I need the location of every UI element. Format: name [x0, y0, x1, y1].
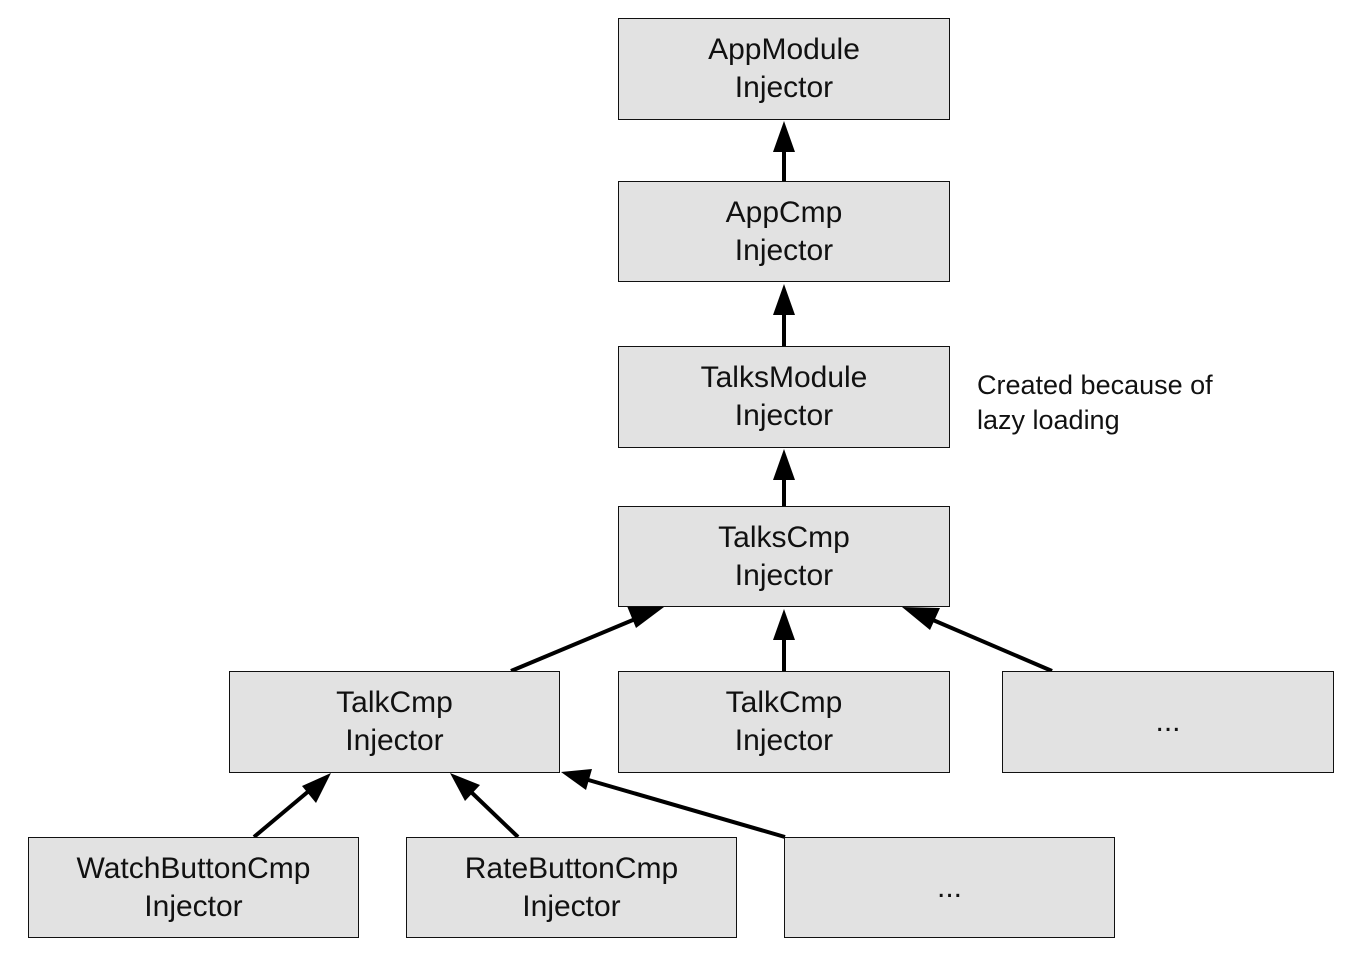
node-label-line1: AppCmp — [725, 195, 843, 229]
ellipsis-label: ... — [1155, 705, 1181, 738]
node-label-line2: Injector — [734, 399, 834, 432]
arrow-ellipsis2-to-talkcmp1 — [584, 777, 786, 839]
arrow-rate-to-talkcmp1 — [467, 788, 520, 839]
node-label-line1: RateButtonCmp — [464, 851, 679, 885]
node-label-line1: WatchButtonCmp — [76, 851, 311, 885]
node-label-line1: TalkCmp — [336, 686, 453, 719]
more-child-injectors-box: ... — [784, 837, 1115, 938]
arrow-ellipsis1-to-talkscmp — [925, 615, 1053, 673]
ratebuttoncmp-injector-box: RateButtonCmp Injector — [406, 837, 737, 938]
node-label-line2: Injector — [734, 558, 834, 592]
arrowhead-talksmodule-to-appcmp — [773, 284, 795, 315]
arrowhead-talkscmp-to-talksmodule — [773, 449, 795, 480]
node-label-line1: TalkCmp — [725, 686, 843, 719]
ellipsis-label: ... — [936, 870, 962, 904]
arrow-talkcmp1-to-talkscmp — [510, 615, 641, 673]
arrowhead-watch-to-talkcmp1 — [302, 773, 331, 803]
node-label-line1: TalksModule — [700, 361, 868, 394]
arrowhead-talkcmp1-to-talkscmp — [627, 606, 664, 628]
node-label-line2: Injector — [144, 889, 243, 923]
annotation-line1: Created because of — [977, 370, 1213, 400]
node-label-line2: Injector — [522, 889, 621, 923]
annotation-line2: lazy loading — [977, 405, 1120, 435]
talkscmp-injector-box: TalksCmp Injector — [618, 506, 950, 607]
watchbuttoncmp-injector-box: WatchButtonCmp Injector — [28, 837, 359, 938]
talkcmp-injector-box-1: TalkCmp Injector — [229, 671, 560, 773]
arrow-watch-to-talkcmp1 — [252, 788, 312, 839]
talkcmp-injector-box-2: TalkCmp Injector — [618, 671, 950, 773]
node-label-line1: TalksCmp — [718, 520, 850, 554]
node-label-line2: Injector — [345, 724, 444, 757]
arrowhead-appcmp-to-appmodule — [773, 121, 795, 152]
node-label-line2: Injector — [734, 71, 834, 104]
more-talkcmp-injectors-box: ... — [1002, 671, 1334, 773]
node-label-line1: AppModule — [708, 33, 860, 66]
arrowhead-rate-to-talkcmp1 — [450, 773, 480, 801]
arrowhead-talkcmp2-to-talkscmp — [773, 609, 795, 640]
arrowhead-ellipsis1-to-talkscmp — [902, 607, 940, 630]
node-label-line2: Injector — [734, 724, 834, 757]
lazy-loading-annotation: Created because of lazy loading — [977, 368, 1213, 438]
appcmp-injector-box: AppCmp Injector — [618, 181, 950, 282]
appmodule-injector-box: AppModule Injector — [618, 18, 950, 120]
talksmodule-injector-box: TalksModule Injector — [618, 346, 950, 448]
node-label-line2: Injector — [734, 233, 834, 267]
arrowhead-ellipsis2-to-talkcmp1 — [561, 769, 592, 790]
